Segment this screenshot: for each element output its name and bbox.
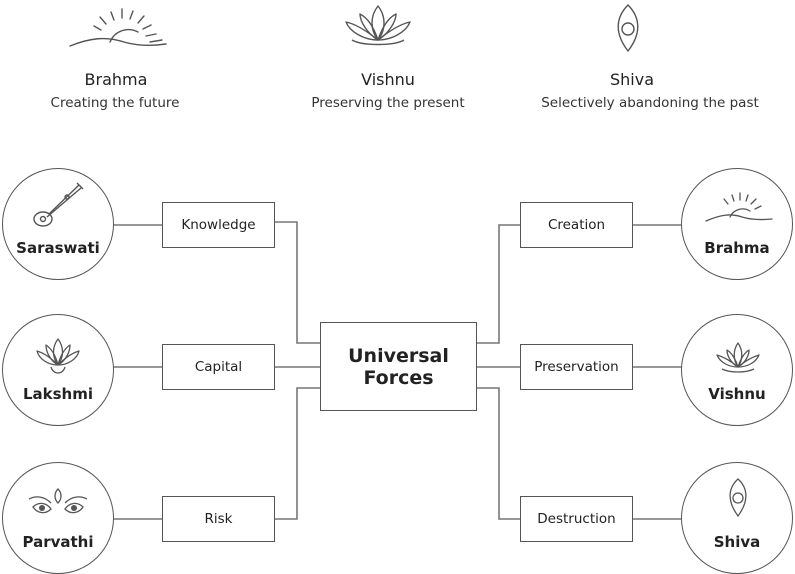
creation-node: Creation [520,202,633,248]
parvathi-circle: Parvathi [2,462,114,574]
lakshmi-circle: Lakshmi [2,314,114,426]
header-subtitle-brahma: Creating the future [50,95,180,111]
brahma-circle: Brahma [681,168,793,280]
lotus-icon [36,338,80,374]
destruction-node: Destruction [520,496,633,542]
rising-sun-icon [705,192,773,222]
knowledge-node: Knowledge [162,202,275,248]
center-line-2: Forces [363,366,434,389]
saraswati-label: Saraswati [16,239,100,257]
saraswati-circle: Saraswati [2,168,114,280]
rising-sun-icon [69,8,167,47]
lotus-icon [716,342,760,373]
capital-node: Capital [162,344,275,390]
third-eye-icon [617,4,639,53]
shiva-label: Shiva [713,533,761,551]
third-eye-icon [729,478,747,518]
preservation-node: Preservation [520,344,633,390]
veena-icon [33,182,84,227]
parvathi-label: Parvathi [22,533,94,551]
header-subtitle-vishnu: Preserving the present [311,95,465,111]
center-line-1: Universal [348,344,449,367]
brahma-label: Brahma [704,239,770,257]
header-subtitle-shiva: Selectively abandoning the past [541,95,759,111]
header-title-brahma: Brahma [84,70,148,89]
vishnu-label: Vishnu [708,385,766,403]
risk-node: Risk [162,496,275,542]
header-title-shiva: Shiva [609,70,654,89]
lotus-icon [345,5,411,46]
lakshmi-label: Lakshmi [22,385,94,403]
eyes-icon [28,488,88,514]
vishnu-circle: Vishnu [681,314,793,426]
shiva-circle: Shiva [681,462,793,574]
header-title-vishnu: Vishnu [361,70,415,89]
